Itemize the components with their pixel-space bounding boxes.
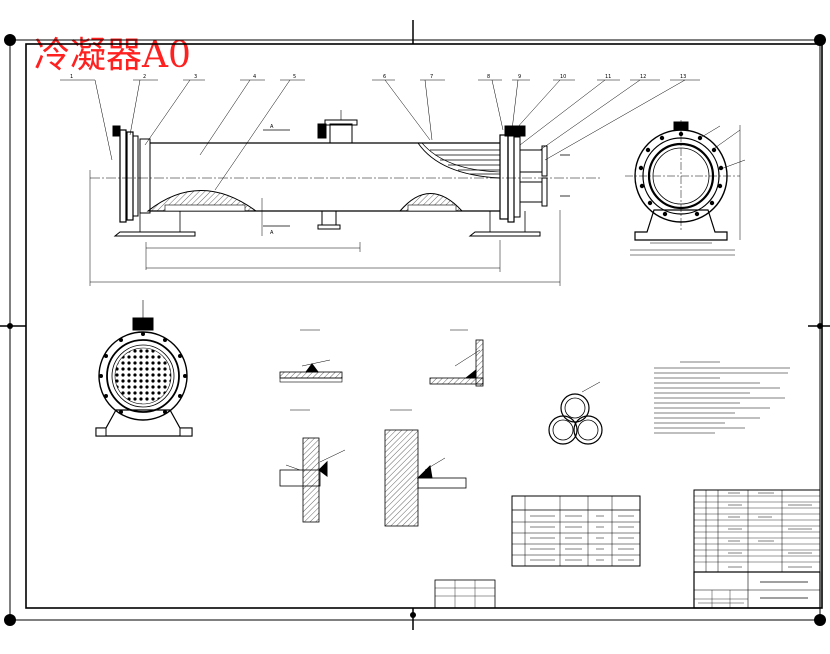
parts-list-table xyxy=(693,489,821,573)
sheet-border xyxy=(0,20,830,630)
part-label: 3 xyxy=(194,74,197,80)
weld-details xyxy=(279,329,603,527)
corner-markers xyxy=(4,34,826,626)
revision-strip xyxy=(434,579,496,609)
part-label: 1 xyxy=(70,74,73,80)
part-label: 9 xyxy=(518,74,521,80)
section-mark: A xyxy=(270,230,274,236)
part-label: 10 xyxy=(560,74,566,80)
part-label: 8 xyxy=(487,74,490,80)
part-label: 11 xyxy=(605,74,611,80)
part-label: 5 xyxy=(293,74,296,80)
title-block xyxy=(693,571,821,609)
technical-requirements xyxy=(654,361,790,434)
end-view-right xyxy=(625,120,746,256)
part-label: 2 xyxy=(143,74,146,80)
part-label: 7 xyxy=(430,74,433,80)
main-elevation-view xyxy=(60,79,700,286)
nozzle-table xyxy=(511,495,641,567)
part-label: 12 xyxy=(640,74,646,80)
section-mark: A xyxy=(270,124,274,130)
part-number-labels: 1 2 3 4 5 6 7 8 9 10 11 12 13 A A xyxy=(70,74,686,236)
part-label: 4 xyxy=(253,74,256,80)
part-label: 6 xyxy=(383,74,386,80)
section-view-aa xyxy=(95,300,193,437)
part-label: 13 xyxy=(680,74,686,80)
